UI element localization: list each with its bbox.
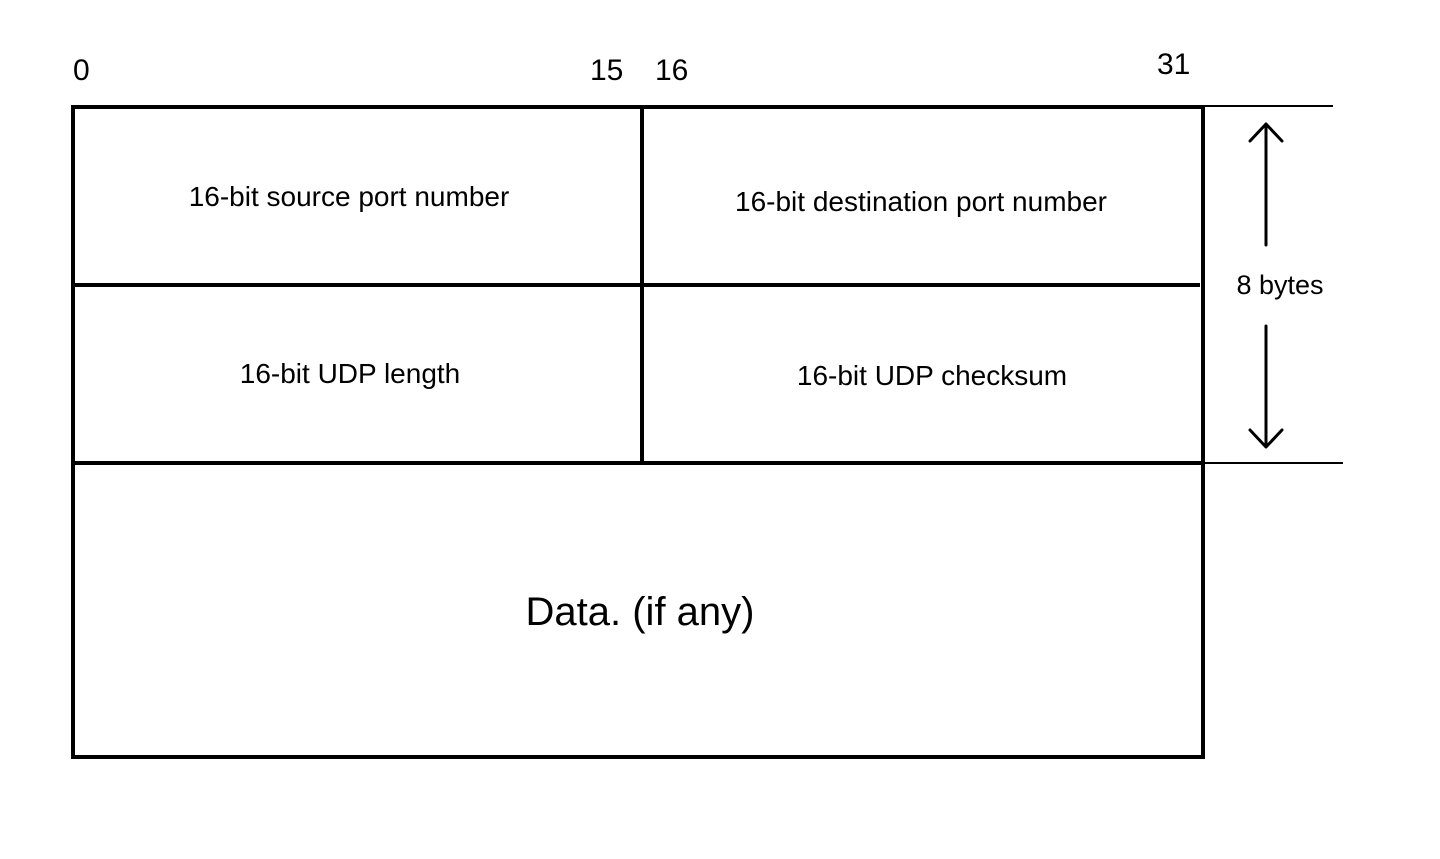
bit-label-0: 0	[73, 54, 90, 87]
bit-label-31: 31	[1157, 48, 1191, 81]
arrow-up-icon	[1248, 122, 1284, 143]
udp-length-label: 16-bit UDP length	[239, 358, 461, 389]
destination-port-label: 16-bit destination port number	[735, 186, 1107, 217]
packet-outline	[71, 105, 1205, 759]
udp-checksum-label: 16-bit UDP checksum	[796, 360, 1068, 391]
header-size-label: 8 bytes	[1236, 270, 1324, 300]
arrow-down-icon	[1248, 428, 1284, 449]
bit-label-16: 16	[655, 54, 689, 87]
bit-label-15: 15	[590, 54, 624, 87]
source-port-label: 16-bit source port number	[188, 181, 510, 212]
data-field-label: Data. (if any)	[525, 590, 755, 634]
